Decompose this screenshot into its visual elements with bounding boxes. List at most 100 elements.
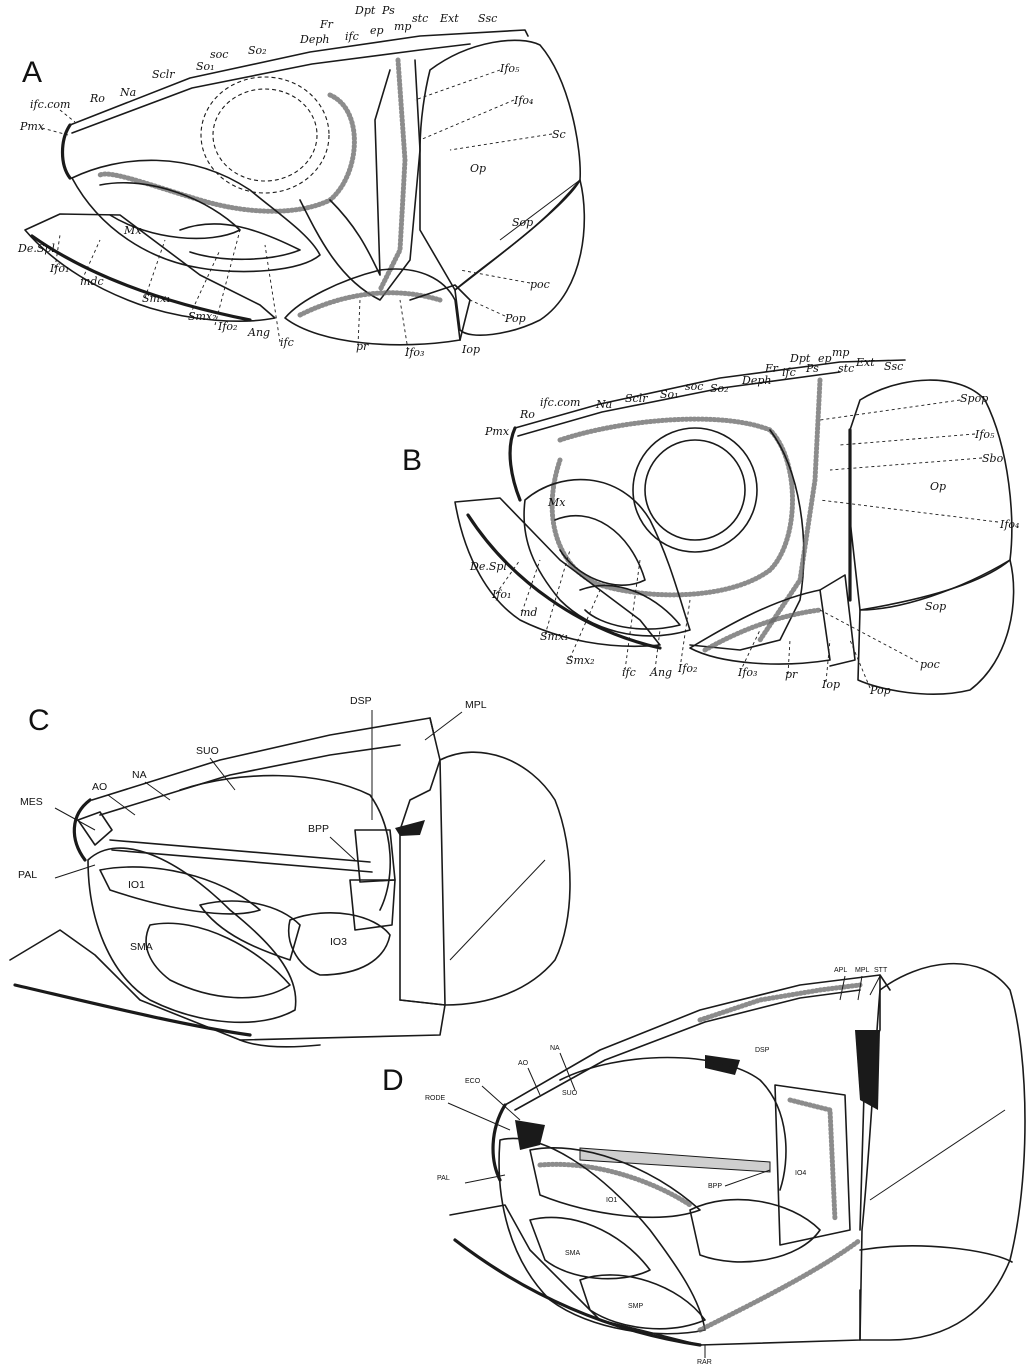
b-label-ifo4: Ifo₄ (999, 518, 1019, 531)
b-opercle (850, 380, 1012, 610)
b-label-pr: pr (785, 668, 798, 681)
c-label-io1: IO1 (128, 879, 145, 891)
b-label-ifo1: Ifo₁ (491, 588, 511, 601)
b-label-smx2: Smx₂ (566, 654, 595, 667)
b-label-op: Op (930, 480, 946, 493)
b-label-so1: So₁ (660, 388, 679, 401)
c-label-ao: AO (92, 781, 107, 793)
b-label-deph: Deph (741, 374, 771, 387)
d-dark-suture-1 (705, 1055, 740, 1075)
b-leader-lines (496, 400, 998, 688)
c-label-sma: SMA (130, 941, 153, 953)
a-label-soc: soc (210, 48, 228, 61)
d-leader-lines (448, 976, 880, 1358)
a-label-mdc: mdc (80, 275, 104, 288)
d-label-rode: RODE (425, 1095, 446, 1102)
c-skull-roof (92, 718, 434, 800)
d-label-stt: STT (874, 967, 888, 974)
a-label-smx1: Smx₁ (142, 292, 171, 305)
a-label-na: Na (119, 86, 136, 99)
b-label-so2: So₂ (710, 382, 729, 395)
d-op-suture (870, 1110, 1005, 1200)
a-label-ro: Ro (89, 92, 105, 105)
a-label-iop: Iop (461, 343, 480, 356)
a-preopercle (285, 269, 460, 345)
b-label-mp: mp (832, 346, 849, 359)
c-label-mpl: MPL (465, 699, 487, 711)
b-label-sclr: Sclr (625, 392, 648, 405)
panel-b: B Pmx Ro ifc.com Na Sclr So₁ soc So₂ Dep… (402, 346, 1019, 697)
c-mesethmoid (78, 812, 112, 845)
a-label-ifc-top: ifc (345, 30, 359, 43)
c-jaw-teeth (240, 1040, 320, 1047)
a-label-sop: Sop (512, 216, 533, 229)
b-subopercle (858, 560, 1014, 694)
b-label-mx: Mx (547, 496, 566, 509)
b-label-ifc-com: ifc.com (540, 396, 580, 409)
c-label-suo: SUO (196, 745, 219, 757)
panel-d: D APL MPL STT NA AO ECO R (382, 964, 1025, 1366)
d-label-sma: SMA (565, 1250, 581, 1257)
b-label-ssc: Ssc (884, 360, 903, 373)
c-parasphenoid (110, 840, 370, 862)
d-label-io1: IO1 (606, 1197, 617, 1204)
a-preopercular-canal (380, 60, 405, 290)
a-label-ifc-low: ifc (280, 336, 294, 349)
a-label-pmx: Pmx (19, 120, 45, 133)
b-label-sop: Sop (925, 600, 946, 613)
c-posterior-skull (400, 718, 445, 1005)
d-label-na: NA (550, 1045, 560, 1052)
a-label-ssc: Ssc (478, 12, 497, 25)
a-mandibular-canal-low (300, 293, 440, 315)
d-label-suo: SUO (562, 1090, 578, 1097)
b-label-ifc-top: ifc (782, 366, 796, 379)
c-premaxilla (74, 800, 90, 860)
a-label-op: Op (470, 162, 486, 175)
d-label-mpl: MPL (855, 967, 870, 974)
d-label-io4: IO4 (795, 1170, 806, 1177)
a-label-ifo2: Ifo₂ (217, 320, 237, 333)
panel-a-letter: A (22, 56, 42, 89)
a-label-sclr: Sclr (152, 68, 175, 81)
a-label-fr: Fr (319, 18, 334, 31)
d-io4-bone (775, 1085, 850, 1245)
c-label-bpp: BPP (308, 823, 329, 835)
a-label-mp: mp (394, 20, 411, 33)
b-label-ifo3: Ifo₃ (737, 666, 757, 679)
c-opercle (440, 752, 570, 1005)
b-label-ifo2: Ifo₂ (677, 662, 697, 675)
b-label-sbo: Sbo (982, 452, 1004, 465)
b-label-soc: soc (685, 380, 703, 393)
b-label-spop: Spop (960, 392, 988, 405)
panel-a: A ifc.com Pmx Ro Na Sclr So₁ (17, 4, 584, 359)
b-preopercular-canal (760, 380, 820, 640)
d-label-rar: RAR (697, 1359, 712, 1366)
d-io-canal (790, 1100, 835, 1220)
c-orbit-rim (180, 776, 390, 910)
b-label-ro: Ro (519, 408, 535, 421)
c-op-suture (450, 860, 545, 960)
a-label-ifo3: Ifo₃ (404, 346, 424, 359)
b-label-iop: Iop (821, 678, 840, 691)
a-premaxilla (63, 125, 71, 178)
a-infraorbital-canal (100, 95, 354, 211)
b-label-ifo5: Ifo₅ (974, 428, 995, 441)
a-label-mx: Mx (123, 224, 142, 237)
d-label-ao: AO (518, 1060, 529, 1067)
c-label-io3: IO3 (330, 936, 347, 948)
a-label-ifo4: Ifo₄ (513, 94, 533, 107)
b-label-ep: ep (818, 352, 832, 365)
b-label-stc: stc (838, 362, 854, 375)
c-label-na: NA (132, 769, 147, 781)
d-label-eco: ECO (465, 1078, 481, 1085)
a-label-ang: Ang (247, 326, 270, 339)
b-label-ang: Ang (649, 666, 672, 679)
a-label-ifo5: Ifo₅ (499, 62, 520, 75)
a-op-sop-suture (500, 180, 580, 240)
b-supramaxilla-1 (555, 516, 645, 585)
a-label-deph: Deph (299, 33, 329, 46)
b-orbit-inner (645, 440, 745, 540)
b-label-pop: Pop (869, 684, 891, 697)
a-orbit-outer (201, 77, 329, 193)
a-opercle (420, 40, 580, 290)
